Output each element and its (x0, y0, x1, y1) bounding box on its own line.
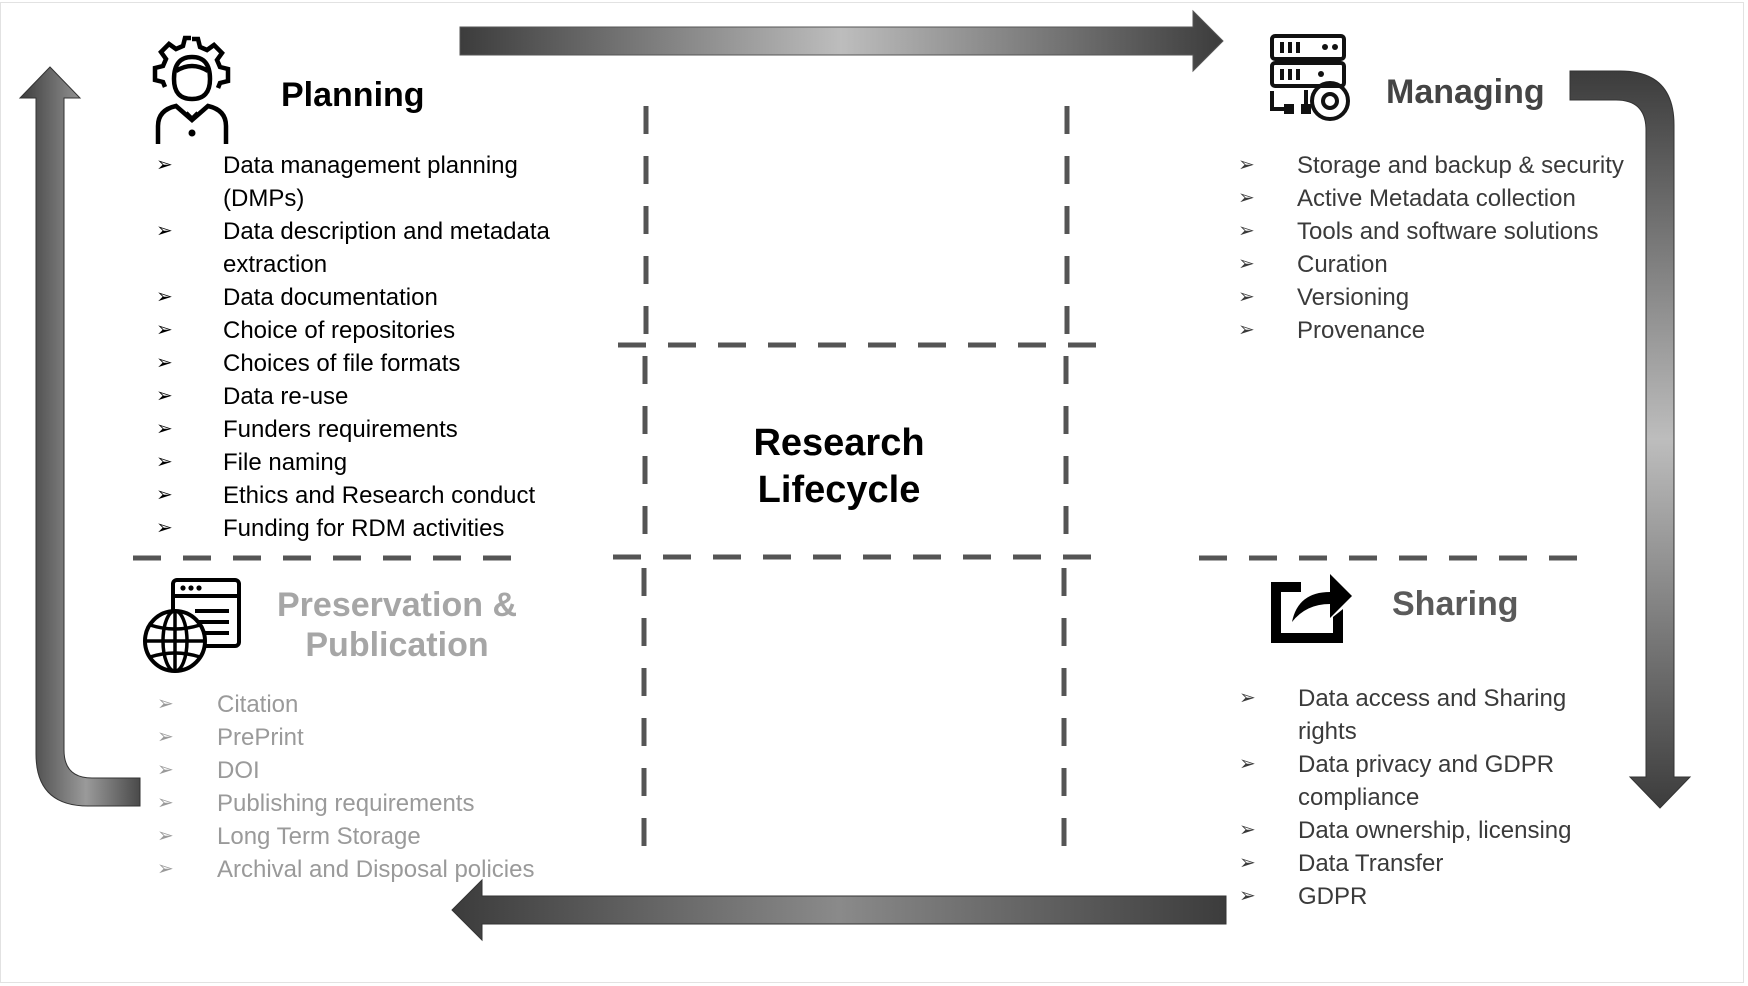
list-item: ➢Long Term Storage (157, 820, 557, 853)
bullet-arrow-icon: ➢ (157, 759, 174, 781)
list-item: ➢Ethics and Research conduct (156, 479, 553, 512)
preservation-title: Preservation & Publication (266, 585, 528, 665)
list-item: ➢Publishing requirements (157, 787, 557, 820)
bullet-arrow-icon: ➢ (1238, 286, 1255, 308)
bullet-arrow-icon: ➢ (1239, 687, 1256, 709)
list-item: ➢Active Metadata collection (1238, 182, 1627, 215)
list-item: ➢Archival and Disposal policies (157, 853, 557, 886)
server-gear-icon (1270, 34, 1350, 121)
dashed-grid (133, 106, 1578, 846)
arrow-planning-to-managing (459, 9, 1224, 73)
bullet-arrow-icon: ➢ (1239, 885, 1256, 907)
bullet-arrow-icon: ➢ (1238, 154, 1255, 176)
preservation-title-line1: Preservation & (277, 586, 517, 624)
bullet-arrow-icon: ➢ (157, 693, 174, 715)
preservation-title-line2: Publication (305, 626, 489, 664)
managing-title: Managing (1386, 73, 1545, 111)
sharing-title: Sharing (1392, 585, 1519, 623)
bullet-arrow-icon: ➢ (156, 385, 173, 407)
list-item: ➢Funders requirements (156, 413, 553, 446)
bullet-arrow-icon: ➢ (1239, 852, 1256, 874)
list-item: ➢DOI (157, 754, 557, 787)
arrow-managing-to-sharing (1569, 70, 1692, 809)
bullet-arrow-icon: ➢ (1239, 819, 1256, 841)
share-icon (1271, 574, 1352, 643)
list-item: ➢Versioning (1238, 281, 1627, 314)
list-item: ➢Funding for RDM activities (156, 512, 553, 545)
list-item: ➢Data re-use (156, 380, 553, 413)
list-item: ➢Data ownership, licensing (1239, 814, 1588, 847)
bullet-arrow-icon: ➢ (156, 418, 173, 440)
list-item: ➢Choices of file formats (156, 347, 553, 380)
planning-list: ➢Data management planning (DMPs) ➢Data d… (156, 149, 553, 545)
bullet-arrow-icon: ➢ (156, 220, 173, 242)
list-item: ➢GDPR (1239, 880, 1588, 913)
list-item: ➢Choice of repositories (156, 314, 553, 347)
bullet-arrow-icon: ➢ (157, 792, 174, 814)
list-item: ➢PrePrint (157, 721, 557, 754)
bullet-arrow-icon: ➢ (1238, 187, 1255, 209)
bullet-arrow-icon: ➢ (157, 726, 174, 748)
list-item: ➢File naming (156, 446, 553, 479)
bullet-arrow-icon: ➢ (156, 517, 173, 539)
arrow-sharing-to-preservation (451, 878, 1227, 942)
center-title: Research Lifecycle (739, 420, 939, 514)
sharing-list: ➢Data access and Sharing rights ➢Data pr… (1239, 682, 1588, 913)
bullet-arrow-icon: ➢ (156, 319, 173, 341)
bullet-arrow-icon: ➢ (156, 286, 173, 308)
preservation-list: ➢Citation ➢PrePrint ➢DOI ➢Publishing req… (157, 688, 557, 886)
list-item: ➢Provenance (1238, 314, 1627, 347)
bullet-arrow-icon: ➢ (156, 484, 173, 506)
list-item: ➢Data documentation (156, 281, 553, 314)
list-item: ➢Data Transfer (1239, 847, 1588, 880)
planning-title: Planning (281, 76, 425, 114)
center-title-line1: Research (753, 422, 925, 464)
bullet-arrow-icon: ➢ (157, 858, 174, 880)
bullet-arrow-icon: ➢ (156, 352, 173, 374)
list-item: ➢Tools and software solutions (1238, 215, 1627, 248)
bullet-arrow-icon: ➢ (1238, 220, 1255, 242)
person-gear-icon (152, 35, 231, 144)
bullet-arrow-icon: ➢ (1238, 253, 1255, 275)
list-item: ➢Data access and Sharing rights (1239, 682, 1588, 748)
bullet-arrow-icon: ➢ (1239, 753, 1256, 775)
list-item: ➢Curation (1238, 248, 1627, 281)
globe-browser-icon (143, 578, 241, 673)
list-item: ➢Data description and metadata extractio… (156, 215, 553, 281)
arrow-preservation-to-planning (18, 66, 141, 807)
list-item: ➢Citation (157, 688, 557, 721)
list-item: ➢Storage and backup & security (1238, 149, 1627, 182)
center-title-line2: Lifecycle (757, 469, 921, 511)
bullet-arrow-icon: ➢ (157, 825, 174, 847)
list-item: ➢Data management planning (DMPs) (156, 149, 553, 215)
list-item: ➢Data privacy and GDPR compliance (1239, 748, 1588, 814)
bullet-arrow-icon: ➢ (156, 451, 173, 473)
bullet-arrow-icon: ➢ (1238, 319, 1255, 341)
bullet-arrow-icon: ➢ (156, 154, 173, 176)
managing-list: ➢Storage and backup & security ➢Active M… (1238, 149, 1627, 347)
